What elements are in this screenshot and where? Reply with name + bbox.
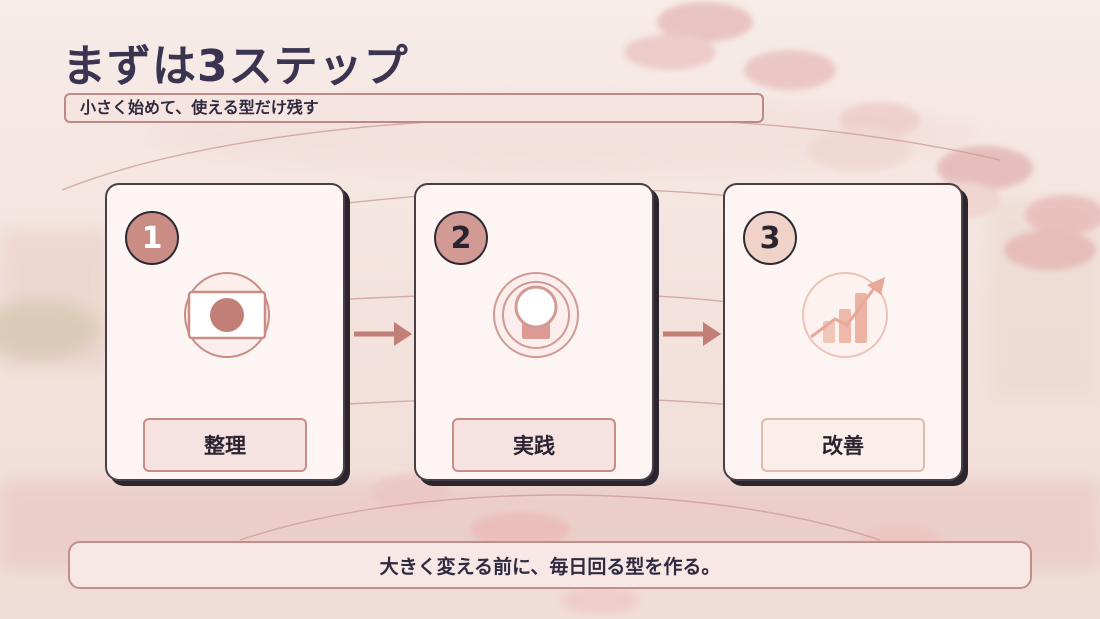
organize-icon — [184, 272, 270, 358]
step-card-2: 2 実践 — [414, 183, 654, 481]
step-label-3: 改善 — [761, 418, 925, 472]
subtitle-banner: 小さく始めて、使える型だけ残す — [64, 93, 764, 123]
arrow-right-icon — [354, 322, 412, 346]
growth-chart-icon — [802, 272, 888, 358]
summary-text: 大きく変える前に、毎日回る型を作る。 — [379, 555, 721, 578]
step-number-2: 2 — [434, 211, 488, 265]
step-card-1: 1 整理 — [105, 183, 345, 481]
step-number-1: 1 — [125, 211, 179, 265]
practice-icon — [493, 272, 579, 358]
step-number-3: 3 — [743, 211, 797, 265]
step-card-3: 3 改善 — [723, 183, 963, 481]
arrow-right-icon — [663, 322, 721, 346]
subtitle-text: 小さく始めて、使える型だけ残す — [80, 98, 319, 117]
page-title: まずは3ステップ — [62, 41, 409, 92]
summary-banner: 大きく変える前に、毎日回る型を作る。 — [68, 541, 1032, 589]
step-label-2: 実践 — [452, 418, 616, 472]
step-label-1: 整理 — [143, 418, 307, 472]
